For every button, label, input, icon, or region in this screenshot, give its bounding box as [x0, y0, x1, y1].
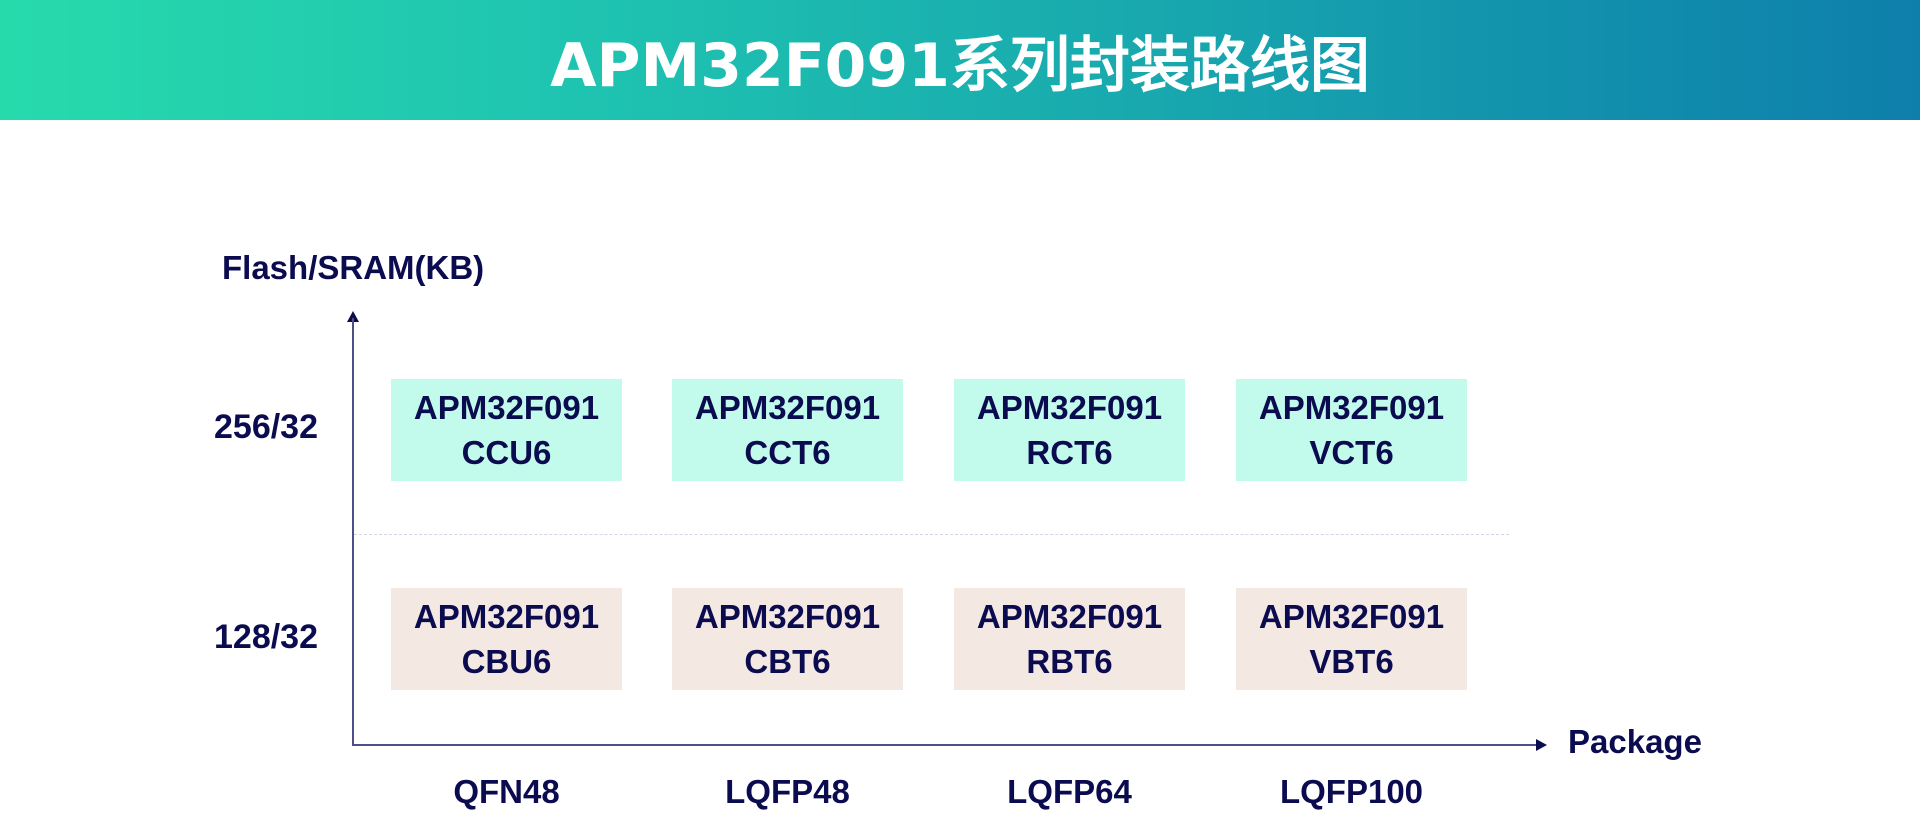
package-label-lqfp48: LQFP48: [725, 773, 850, 810]
chip-rct6: APM32F091 RCT6: [954, 379, 1185, 481]
chip-series: APM32F091: [1258, 598, 1445, 635]
chip-suffix: CCT6: [744, 434, 831, 471]
chip-rbt6: APM32F091 RBT6: [954, 588, 1185, 690]
x-axis-line: [352, 744, 1538, 746]
chip-vbt6: APM32F091 VBT6: [1236, 588, 1467, 690]
package-label-lqfp100: LQFP100: [1279, 773, 1424, 810]
chip-series: APM32F091: [694, 598, 881, 635]
chip-series: APM32F091: [976, 598, 1163, 635]
package-label-qfn48: QFN48: [453, 773, 560, 810]
chip-cbt6: APM32F091 CBT6: [672, 588, 903, 690]
row-label-128-32: 128/32: [214, 618, 318, 656]
page-title: APM32F091系列封装路线图: [550, 30, 1370, 101]
chip-suffix: CBT6: [744, 643, 831, 680]
package-label-lqfp64: LQFP64: [1007, 773, 1132, 810]
chip-series: APM32F091: [694, 389, 881, 426]
header-banner: APM32F091系列封装路线图: [0, 0, 1920, 120]
chip-suffix: CBU6: [461, 643, 552, 680]
row-label-256-32: 256/32: [214, 408, 318, 446]
x-axis-title: Package: [1568, 723, 1702, 760]
chip-cbu6: APM32F091 CBU6: [391, 588, 622, 690]
chip-series: APM32F091: [413, 389, 600, 426]
chip-series: APM32F091: [976, 389, 1163, 426]
chip-ccu6: APM32F091 CCU6: [391, 379, 622, 481]
chip-suffix: RBT6: [1026, 643, 1113, 680]
chip-cct6: APM32F091 CCT6: [672, 379, 903, 481]
chip-series: APM32F091: [413, 598, 600, 635]
chip-suffix: CCU6: [461, 434, 552, 471]
chip-series: APM32F091: [1258, 389, 1445, 426]
chip-suffix: VCT6: [1309, 434, 1394, 471]
chip-suffix: VBT6: [1309, 643, 1394, 680]
y-axis-line: [352, 318, 354, 746]
chip-vct6: APM32F091 VCT6: [1236, 379, 1467, 481]
row-divider: [354, 534, 1509, 535]
chip-suffix: RCT6: [1026, 434, 1113, 471]
y-axis-arrow-icon: [347, 311, 359, 322]
y-axis-title: Flash/SRAM(KB): [222, 249, 485, 286]
x-axis-arrow-icon: [1536, 739, 1547, 751]
